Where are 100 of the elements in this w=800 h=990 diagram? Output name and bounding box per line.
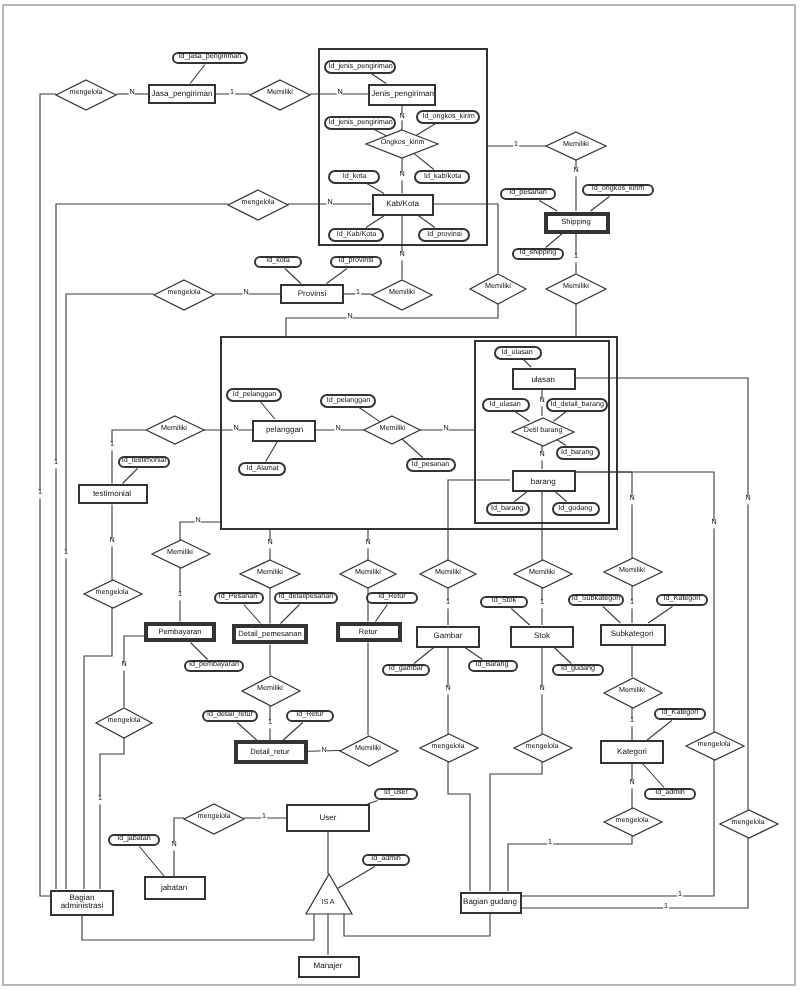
connector-line	[432, 203, 499, 274]
connector-line	[541, 646, 543, 735]
aggregation-box	[474, 340, 611, 525]
connector-line	[573, 471, 715, 733]
connector-line	[447, 587, 449, 626]
connector-line	[179, 567, 181, 623]
connector-line	[265, 440, 279, 463]
connector-line	[642, 763, 665, 789]
connector-line	[282, 721, 304, 741]
connector-line	[215, 93, 251, 95]
aggregation-box	[318, 48, 488, 246]
connector-line	[243, 603, 262, 625]
connector-line	[279, 603, 301, 625]
connector-line	[447, 761, 471, 892]
connector-line	[631, 763, 633, 809]
connector-line	[115, 93, 149, 95]
connector-line	[631, 706, 633, 741]
connector-line	[287, 203, 372, 205]
connector-line	[367, 529, 369, 561]
connector-line	[327, 913, 329, 956]
connector-line	[541, 490, 543, 561]
connector-line	[315, 429, 365, 431]
connector-line	[401, 103, 403, 131]
connector-line	[554, 490, 568, 503]
connector-line	[111, 503, 113, 581]
connector-line	[374, 603, 388, 623]
connector-line	[512, 409, 531, 423]
connector-line	[541, 443, 543, 470]
connector-line	[545, 232, 564, 249]
connector-line	[213, 293, 281, 295]
connector-line	[179, 521, 221, 541]
connector-line	[269, 529, 271, 561]
connector-line	[258, 399, 276, 420]
connector-line	[306, 750, 341, 752]
connector-line	[646, 719, 673, 741]
connector-line	[173, 817, 185, 877]
connector-line	[121, 467, 139, 485]
connector-line	[367, 799, 379, 805]
connector-line	[510, 607, 531, 626]
connector-line	[575, 159, 577, 212]
connector-line	[269, 643, 271, 676]
connector-line	[631, 585, 633, 624]
connector-line	[575, 302, 577, 337]
connector-line	[99, 736, 125, 890]
connector-line	[413, 646, 435, 665]
connector-line	[81, 913, 315, 941]
connector-line	[447, 479, 511, 561]
connector-line	[284, 267, 302, 285]
connector-line	[541, 587, 543, 626]
connector-line	[269, 587, 271, 625]
connector-line	[419, 429, 475, 431]
connector-line	[189, 63, 206, 85]
connector-line	[513, 490, 529, 503]
connector-line	[541, 388, 543, 417]
connector-line	[520, 837, 749, 909]
connector-line	[83, 607, 113, 890]
aggregation-box	[220, 336, 618, 530]
connector-line	[55, 203, 229, 890]
connector-line	[602, 605, 621, 624]
connector-line	[401, 438, 424, 459]
connector-line	[202, 429, 253, 431]
connector-line	[463, 646, 483, 661]
connector-line	[269, 704, 271, 741]
connector-line	[507, 835, 633, 892]
connector-line	[415, 121, 438, 136]
connector-line	[413, 152, 435, 171]
connector-line	[489, 761, 543, 892]
connector-line	[447, 646, 449, 735]
connector-line	[343, 912, 491, 937]
connector-line	[552, 409, 569, 422]
connector-line	[138, 845, 165, 877]
connector-line	[357, 405, 381, 423]
connector-line	[589, 195, 610, 212]
connector-line	[575, 232, 577, 274]
connector-line	[401, 213, 403, 280]
connector-line	[309, 93, 369, 95]
connector-line	[325, 267, 348, 285]
connector-line	[647, 605, 673, 624]
connector-line	[416, 213, 436, 229]
connector-line	[365, 213, 387, 229]
connector-line	[327, 831, 329, 875]
connector-line	[538, 199, 558, 212]
connector-line	[39, 93, 57, 897]
connector-line	[553, 646, 572, 665]
connector-line	[573, 377, 749, 811]
connector-line	[123, 635, 145, 708]
connector-line	[367, 641, 369, 736]
connector-line	[364, 181, 385, 195]
connector-line	[243, 817, 287, 819]
connector-line	[401, 157, 403, 195]
connector-line	[520, 759, 715, 897]
connector-line	[65, 293, 155, 890]
connector-line	[631, 644, 633, 678]
connector-line	[343, 293, 373, 295]
connector-line	[236, 721, 258, 741]
connector-line	[189, 641, 209, 661]
connector-line	[111, 429, 146, 485]
connector-line	[285, 302, 499, 337]
connector-line	[487, 145, 547, 147]
connector-line	[336, 865, 376, 890]
